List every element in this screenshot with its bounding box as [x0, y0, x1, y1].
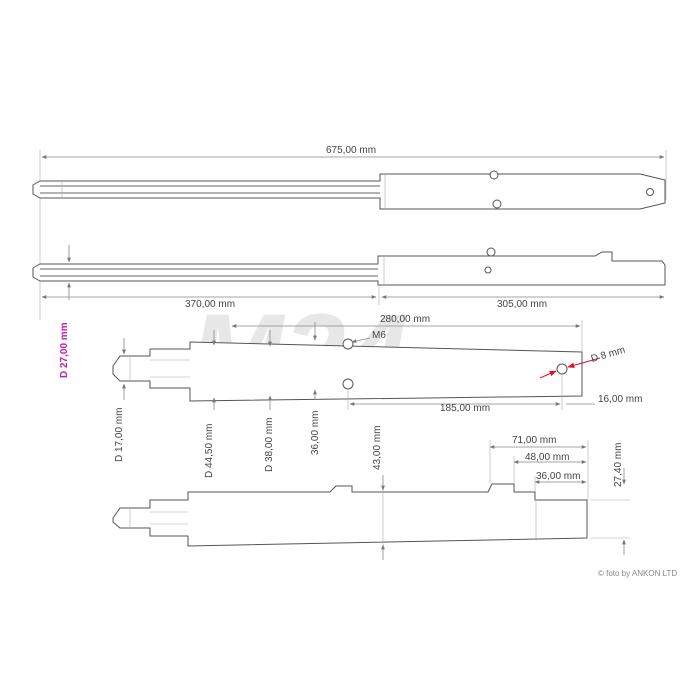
- tube-length-label: 370,00 mm: [185, 299, 235, 310]
- lower-leg-detail: [112, 338, 583, 402]
- axle-hole-label: D 8 mm: [590, 345, 627, 365]
- inner-width-label: 36,00 mm: [310, 411, 321, 455]
- dim-bolt-to-axle: 185,00 mm 16,00 mm: [347, 375, 642, 414]
- tube-diameter-label: D 27,00 mm: [59, 322, 70, 378]
- dim-vertical-set: D 17,00 mm D 44,50 mm D 38,00 mm 36,00 m…: [114, 322, 321, 478]
- fork-assembly-side: [32, 247, 666, 286]
- slider-height-label: 43,00 mm: [372, 426, 383, 470]
- dim-bracket-set: 71,00 mm 48,00 mm 36,00 mm: [489, 435, 589, 500]
- bracket-36-label: 36,00 mm: [536, 471, 580, 482]
- dim-bracket-height: 27,40 mm: [590, 443, 630, 555]
- overall-length-label: 675,00 mm: [326, 145, 376, 156]
- cap-diameter-label: D 17,00 mm: [114, 408, 125, 462]
- dim-slider-length: 280,00 mm: [231, 314, 583, 352]
- axle-offset-label: 16,00 mm: [598, 394, 642, 405]
- bolt-to-axle-label: 185,00 mm: [440, 403, 490, 414]
- dim-overall-length: 675,00 mm: [39, 145, 667, 320]
- photo-credit: © foto by ANKON LTD: [598, 569, 677, 578]
- lower-length-label: 305,00 mm: [497, 299, 547, 310]
- lower-leg-profile: [112, 483, 588, 547]
- slider-length-label: 280,00 mm: [380, 314, 430, 325]
- bracket-71-label: 71,00 mm: [512, 435, 556, 446]
- bracket-height-label: 27,40 mm: [613, 443, 624, 487]
- dim-bolt-thread: M6: [351, 330, 386, 343]
- bolt-thread-label: M6: [372, 330, 386, 341]
- lower-diameter-label: D 38,00 mm: [264, 418, 275, 472]
- dim-tube-and-lower: 370,00 mm 305,00 mm: [41, 285, 665, 310]
- fork-assembly-top: [32, 170, 666, 210]
- bracket-48-label: 48,00 mm: [525, 452, 569, 463]
- dim-slider-height: 43,00 mm: [372, 426, 385, 560]
- slider-diameter-label: D 44,50 mm: [204, 424, 215, 478]
